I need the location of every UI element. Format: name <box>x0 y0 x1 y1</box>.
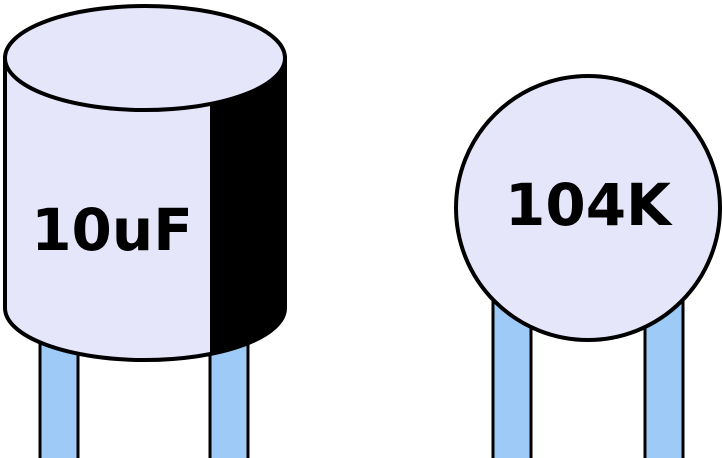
electrolytic-lead-right <box>208 336 250 458</box>
ceramic-label: 104K <box>505 171 673 239</box>
electrolytic-top <box>3 4 287 112</box>
electrolytic-lead-left <box>38 336 80 458</box>
electrolytic-label: 10uF <box>31 196 193 264</box>
ceramic-body <box>454 74 722 342</box>
electrolytic-capacitor: 10uF <box>3 4 287 458</box>
ceramic-lead-right <box>643 288 685 458</box>
ceramic-capacitor: 104K <box>454 74 722 458</box>
